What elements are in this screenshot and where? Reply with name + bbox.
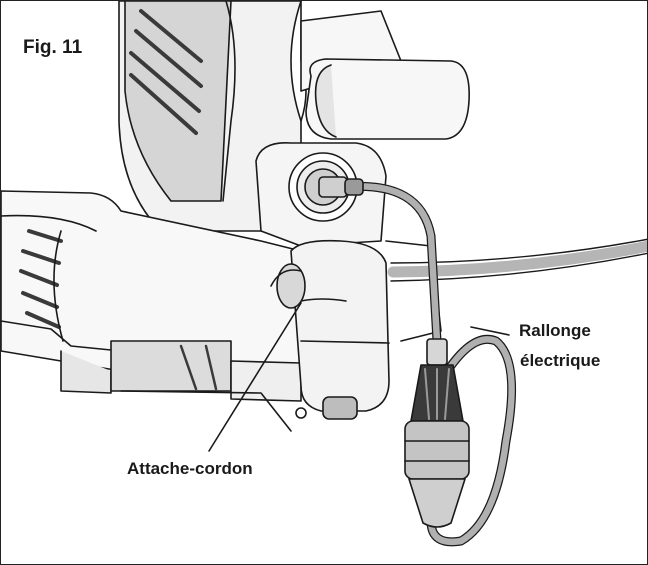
cord-clip-post	[270, 239, 390, 420]
figure-title: Fig. 11	[23, 37, 83, 58]
power-cord	[390, 238, 647, 282]
extension-cord	[318, 176, 517, 547]
cord-clip-leader-line	[208, 302, 302, 452]
extension-cord-label-line1: Rallonge	[519, 321, 591, 340]
cord-connector	[404, 338, 470, 528]
cord-clip-label: Attache-cordon	[127, 459, 253, 478]
handle-knob	[300, 10, 470, 140]
power-cord-fill	[387, 240, 647, 278]
extension-cord-label-line2: électrique	[520, 351, 601, 370]
extension-cord-leader-line	[470, 326, 510, 336]
motor-body	[1, 190, 302, 432]
motor-housing	[118, 1, 307, 232]
